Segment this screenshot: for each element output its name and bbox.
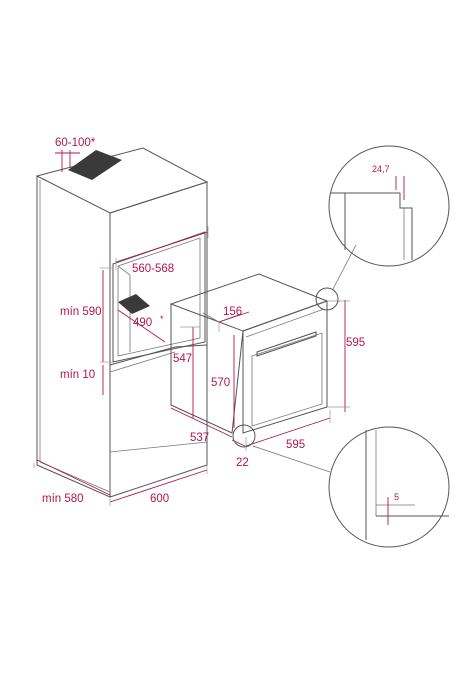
label-niche-depth: 490	[133, 317, 152, 329]
top-vent	[68, 150, 122, 180]
niche-vent	[118, 294, 150, 314]
label-front-depth: 22	[236, 457, 249, 469]
detail-callouts	[232, 145, 450, 548]
label-oven-inner-height: 570	[211, 377, 230, 389]
label-niche-width: 560-568	[132, 263, 174, 275]
label-oven-height: 595	[346, 337, 365, 349]
label-oven-offset: 156	[223, 306, 242, 318]
label-detail-bottom: 5	[394, 492, 399, 502]
label-base-height: mín 10	[60, 369, 95, 381]
label-cabinet-depth: mín 580	[42, 493, 84, 505]
label-detail-top: 24,7	[372, 164, 390, 174]
label-niche-depth-star: *	[160, 314, 164, 324]
dimension-labels: 60-100* 560-568 mín 590 490 * mín 10 mín…	[42, 137, 399, 505]
label-vent-top: 60-100*	[55, 137, 96, 149]
label-oven-width: 595	[286, 439, 305, 451]
dimension-lines	[33, 150, 350, 506]
label-oven-depth: 537	[190, 432, 209, 444]
oven	[169, 273, 329, 434]
tall-cabinet	[35, 147, 209, 498]
label-niche-height: mín 590	[60, 306, 102, 318]
label-cabinet-width: 600	[150, 493, 169, 505]
label-oven-body-height: 547	[173, 353, 192, 365]
